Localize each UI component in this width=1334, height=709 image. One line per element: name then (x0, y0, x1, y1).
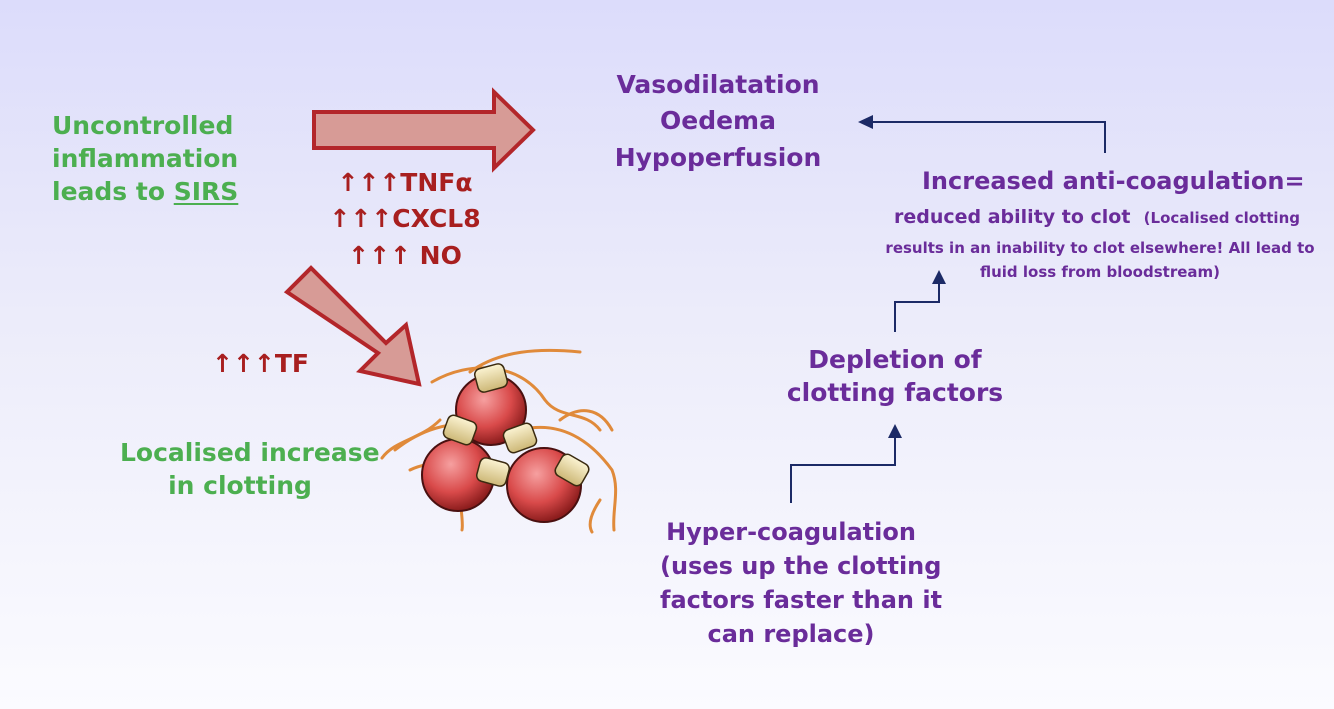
anticoag-subtitle: reduced ability to clot (893, 206, 1131, 228)
sirs-line-3-prefix: leads to (52, 177, 174, 206)
hyper-line-1: Hyper-coagulation (666, 518, 916, 546)
effect-vasodilatation: Vasodilatation (616, 70, 820, 99)
sirs-line-1: Uncontrolled (52, 111, 234, 140)
anticoag-note: results in an inability to clot elsewher… (866, 236, 1334, 284)
anticoag-subtitle-row: reduced ability to clot (Localised clott… (860, 205, 1334, 230)
mediator-tnf: ↑↑↑TNFα (337, 168, 473, 197)
hyper-coagulation-label: Hyper-coagulation (uses up the clotting … (660, 515, 943, 651)
localised-line-2: in clotting (168, 471, 312, 500)
tf-label: ↑↑↑TF (212, 349, 309, 378)
effects-label: Vasodilatation Oedema Hypoperfusion (612, 67, 824, 176)
connector-depletion-to-anticoag (894, 270, 946, 332)
depletion-line-1: Depletion of (808, 345, 982, 374)
sirs-line-3: leads to SIRS (52, 175, 238, 208)
localised-clotting-label: Localised increase in clotting (120, 436, 380, 502)
sirs-keyword: SIRS (173, 177, 239, 206)
anticoag-note-2: results in an inability to clot elsewher… (885, 239, 1315, 257)
anticoag-note-3: fluid loss from bloodstream) (979, 263, 1220, 281)
effect-hypoperfusion: Hypoperfusion (614, 142, 822, 172)
sirs-line-2: inflammation (52, 144, 239, 173)
mediators-list: ↑↑↑TNFα ↑↑↑CXCL8 ↑↑↑ NO (310, 165, 500, 274)
connector-anticoag-to-effects (858, 115, 1106, 153)
hyper-line-2: (uses up the clotting (660, 552, 942, 581)
localised-line-1: Localised increase (120, 438, 380, 467)
depletion-label: Depletion of clotting factors (780, 343, 1010, 409)
effect-oedema: Oedema (660, 106, 776, 136)
big-diagonal-arrow-icon (283, 265, 422, 387)
depletion-line-2: clotting factors (786, 378, 1004, 407)
big-right-arrow-icon (312, 87, 536, 173)
hyper-line-3: factors faster than it (660, 586, 943, 615)
sirs-label: Uncontrolled inflammation leads to SIRS (52, 109, 239, 208)
hyper-line-4: can replace) (707, 620, 875, 649)
anticoag-note-1: (Localised clotting (1143, 209, 1300, 227)
clot-cells-icon (380, 348, 618, 534)
anticoag-title: Increased anti-coagulation= (922, 167, 1305, 195)
connector-hyper-to-depletion (790, 424, 902, 503)
mediator-no: ↑↑↑ NO (348, 240, 462, 270)
mediator-cxcl8: ↑↑↑CXCL8 (329, 204, 481, 234)
